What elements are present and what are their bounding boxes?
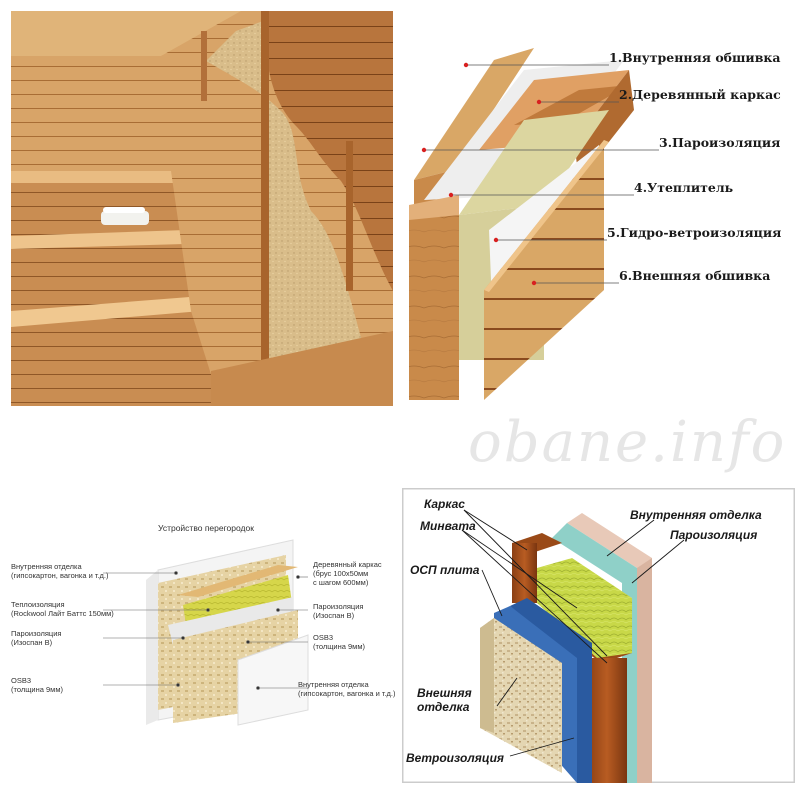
label-vapor-barrier-frame: Пароизоляция (670, 528, 758, 542)
label-inner-lining: 1.Внутренняя обшивка (609, 50, 781, 65)
sauna-interior-photo (11, 11, 393, 406)
left-label-thermal-insulation: Теплоизоляция(Rockwool Лайт Баттс 150мм) (11, 600, 114, 618)
partition-structure-diagram: Устройство перегородок Внутренняя отделк… (8, 505, 400, 730)
sauna-illustration (11, 11, 393, 406)
label-osb-board: ОСП плита (410, 563, 480, 577)
label-inner-finish: Внутренняя отделка (630, 508, 762, 522)
label-wood-frame: 2.Деревянный каркас (619, 87, 781, 102)
wall-layers-illustration (409, 48, 659, 400)
label-vapor-barrier: 3.Пароизоляция (659, 135, 781, 150)
frame-wall-cross-section: Каркас Минвата ОСП плита Внешняя отделка… (402, 488, 795, 783)
label-hydro-wind-barrier: 5.Гидро-ветроизоляция (607, 225, 782, 240)
partition-title: Устройство перегородок (158, 523, 254, 533)
label-outer-finish: Внешняя отделка (417, 686, 472, 714)
watermark: obane.info (468, 410, 787, 475)
frame-wall-illustration (402, 488, 795, 783)
wall-layers-diagram: 1.Внутренняя обшивка 2.Деревянный каркас… (404, 30, 794, 410)
label-wind-barrier: Ветроизоляция (406, 751, 504, 765)
left-label-osb3: OSB3(толщина 9мм) (11, 676, 63, 694)
label-mineral-wool: Минвата (420, 519, 476, 533)
left-label-inner-finish: Внутренняя отделка(гипсокартон, вагонка … (11, 562, 109, 580)
partition-illustration (103, 539, 309, 726)
right-label-vapor-barrier: Пароизоляция(Изоспан В) (313, 602, 364, 620)
right-label-osb3: OSB3(толщина 9мм) (313, 633, 365, 651)
label-frame: Каркас (424, 497, 465, 511)
label-insulation: 4.Утеплитель (634, 180, 734, 195)
left-label-vapor-barrier: Пароизоляция(Изоспан В) (11, 629, 62, 647)
right-label-inner-finish: Внутренняя отделка(гипсокартон, вагонка … (298, 680, 396, 698)
towel-icon (101, 207, 149, 225)
label-outer-siding: 6.Внешняя обшивка (619, 268, 771, 283)
